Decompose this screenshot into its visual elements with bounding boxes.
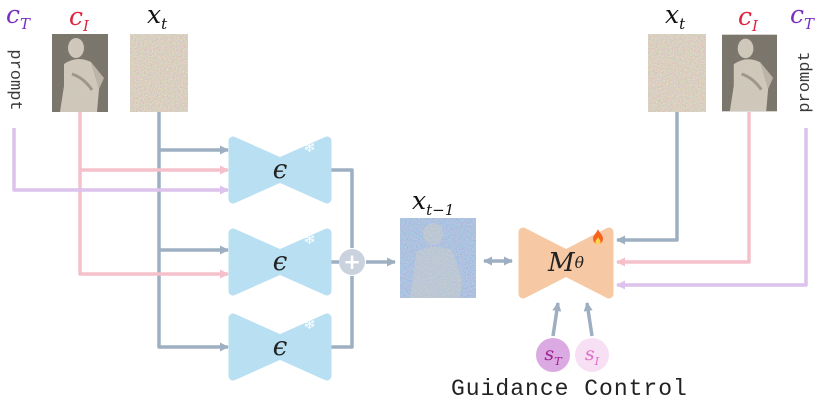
arrow-sT-to-model [551,302,562,337]
sI-sub: I [594,353,600,368]
xprev-sub: t−1 [426,201,455,219]
snowflake-icon: ❄ [303,230,316,248]
cT-base: c [6,0,21,29]
frozen-denoiser-3: ϵ ❄ [228,311,332,383]
sT-base: s [544,342,555,365]
label-xt-right: xt [665,2,685,32]
denoised-image-xprev [400,218,476,298]
arrow-xt-right-to-model [616,112,679,245]
cI-base: c [69,2,84,31]
arrow-cT-right-to-model [616,128,808,290]
m-sub: θ [574,254,584,272]
cI-sub: I [752,17,758,35]
label-x-prev: xt−1 [412,188,454,218]
arrow-sI-to-model [583,302,594,337]
s-I-label: sI [585,343,599,368]
noise-image [130,34,188,112]
bowtie-shape [518,227,614,299]
m-base: M [547,248,575,278]
net3-output-line [326,276,354,349]
noise-image-right [648,34,706,112]
s-T-badge: sT [536,338,570,372]
prompt-text-right: prompt [796,51,815,113]
noise-image [648,34,706,112]
sT-sub: T [554,353,562,368]
statue-image [722,34,777,112]
purple-connections [12,128,808,290]
cT-sub: T [804,15,815,33]
bowtie-shape [228,313,332,381]
arrow-cI-to-net2 [78,112,229,279]
xt-sub: t [161,15,168,33]
label-cI-left: cI [69,4,89,34]
net1-output-line [326,168,354,248]
cI-base: c [738,2,753,31]
condition-image-left [52,34,108,112]
epsilon-label: ϵ [272,247,288,277]
arrow-cI-right-to-model [616,112,751,267]
gray-connections [157,112,679,352]
cI-sub: I [83,17,89,35]
bowtie-shape [228,228,332,296]
arrow-xt-to-net3 [157,112,229,352]
snowflake-icon: ❄ [303,315,316,333]
prompt-text-left: prompt [5,49,24,111]
cT-base: c [790,0,805,29]
snowflake-icon: ❄ [303,138,316,156]
frozen-denoiser-1: ϵ ❄ [228,134,332,206]
label-xt-left: xt [147,2,167,32]
label-cT-right: cT [790,2,814,32]
sI-base: s [584,342,595,365]
bowtie-shape [228,136,332,204]
cT-sub: T [20,15,31,33]
label-cT-left: cT [6,2,30,32]
fire-icon [593,229,603,245]
arrow-cT-to-net1 [12,128,229,195]
frozen-denoiser-2: ϵ ❄ [228,226,332,298]
pink-connections [78,112,751,279]
figure-caption: Guidance Control [451,376,688,402]
xt-base: x [147,0,162,29]
epsilon-label: ϵ [272,332,288,362]
statue-image [52,34,108,112]
xt-base: x [665,0,680,29]
s-I-badge: sI [575,338,609,372]
plus-icon: + [343,249,361,274]
label-cI-right: cI [738,4,758,34]
epsilon-label: ϵ [272,155,288,185]
condition-image-right [722,34,777,112]
sum-node: + [339,249,365,275]
noise-image-left [130,34,188,112]
xt-sub: t [679,15,686,33]
xprev-base: x [412,186,427,215]
noisy-statue-image [400,218,476,298]
s-T-label: sT [544,343,561,368]
